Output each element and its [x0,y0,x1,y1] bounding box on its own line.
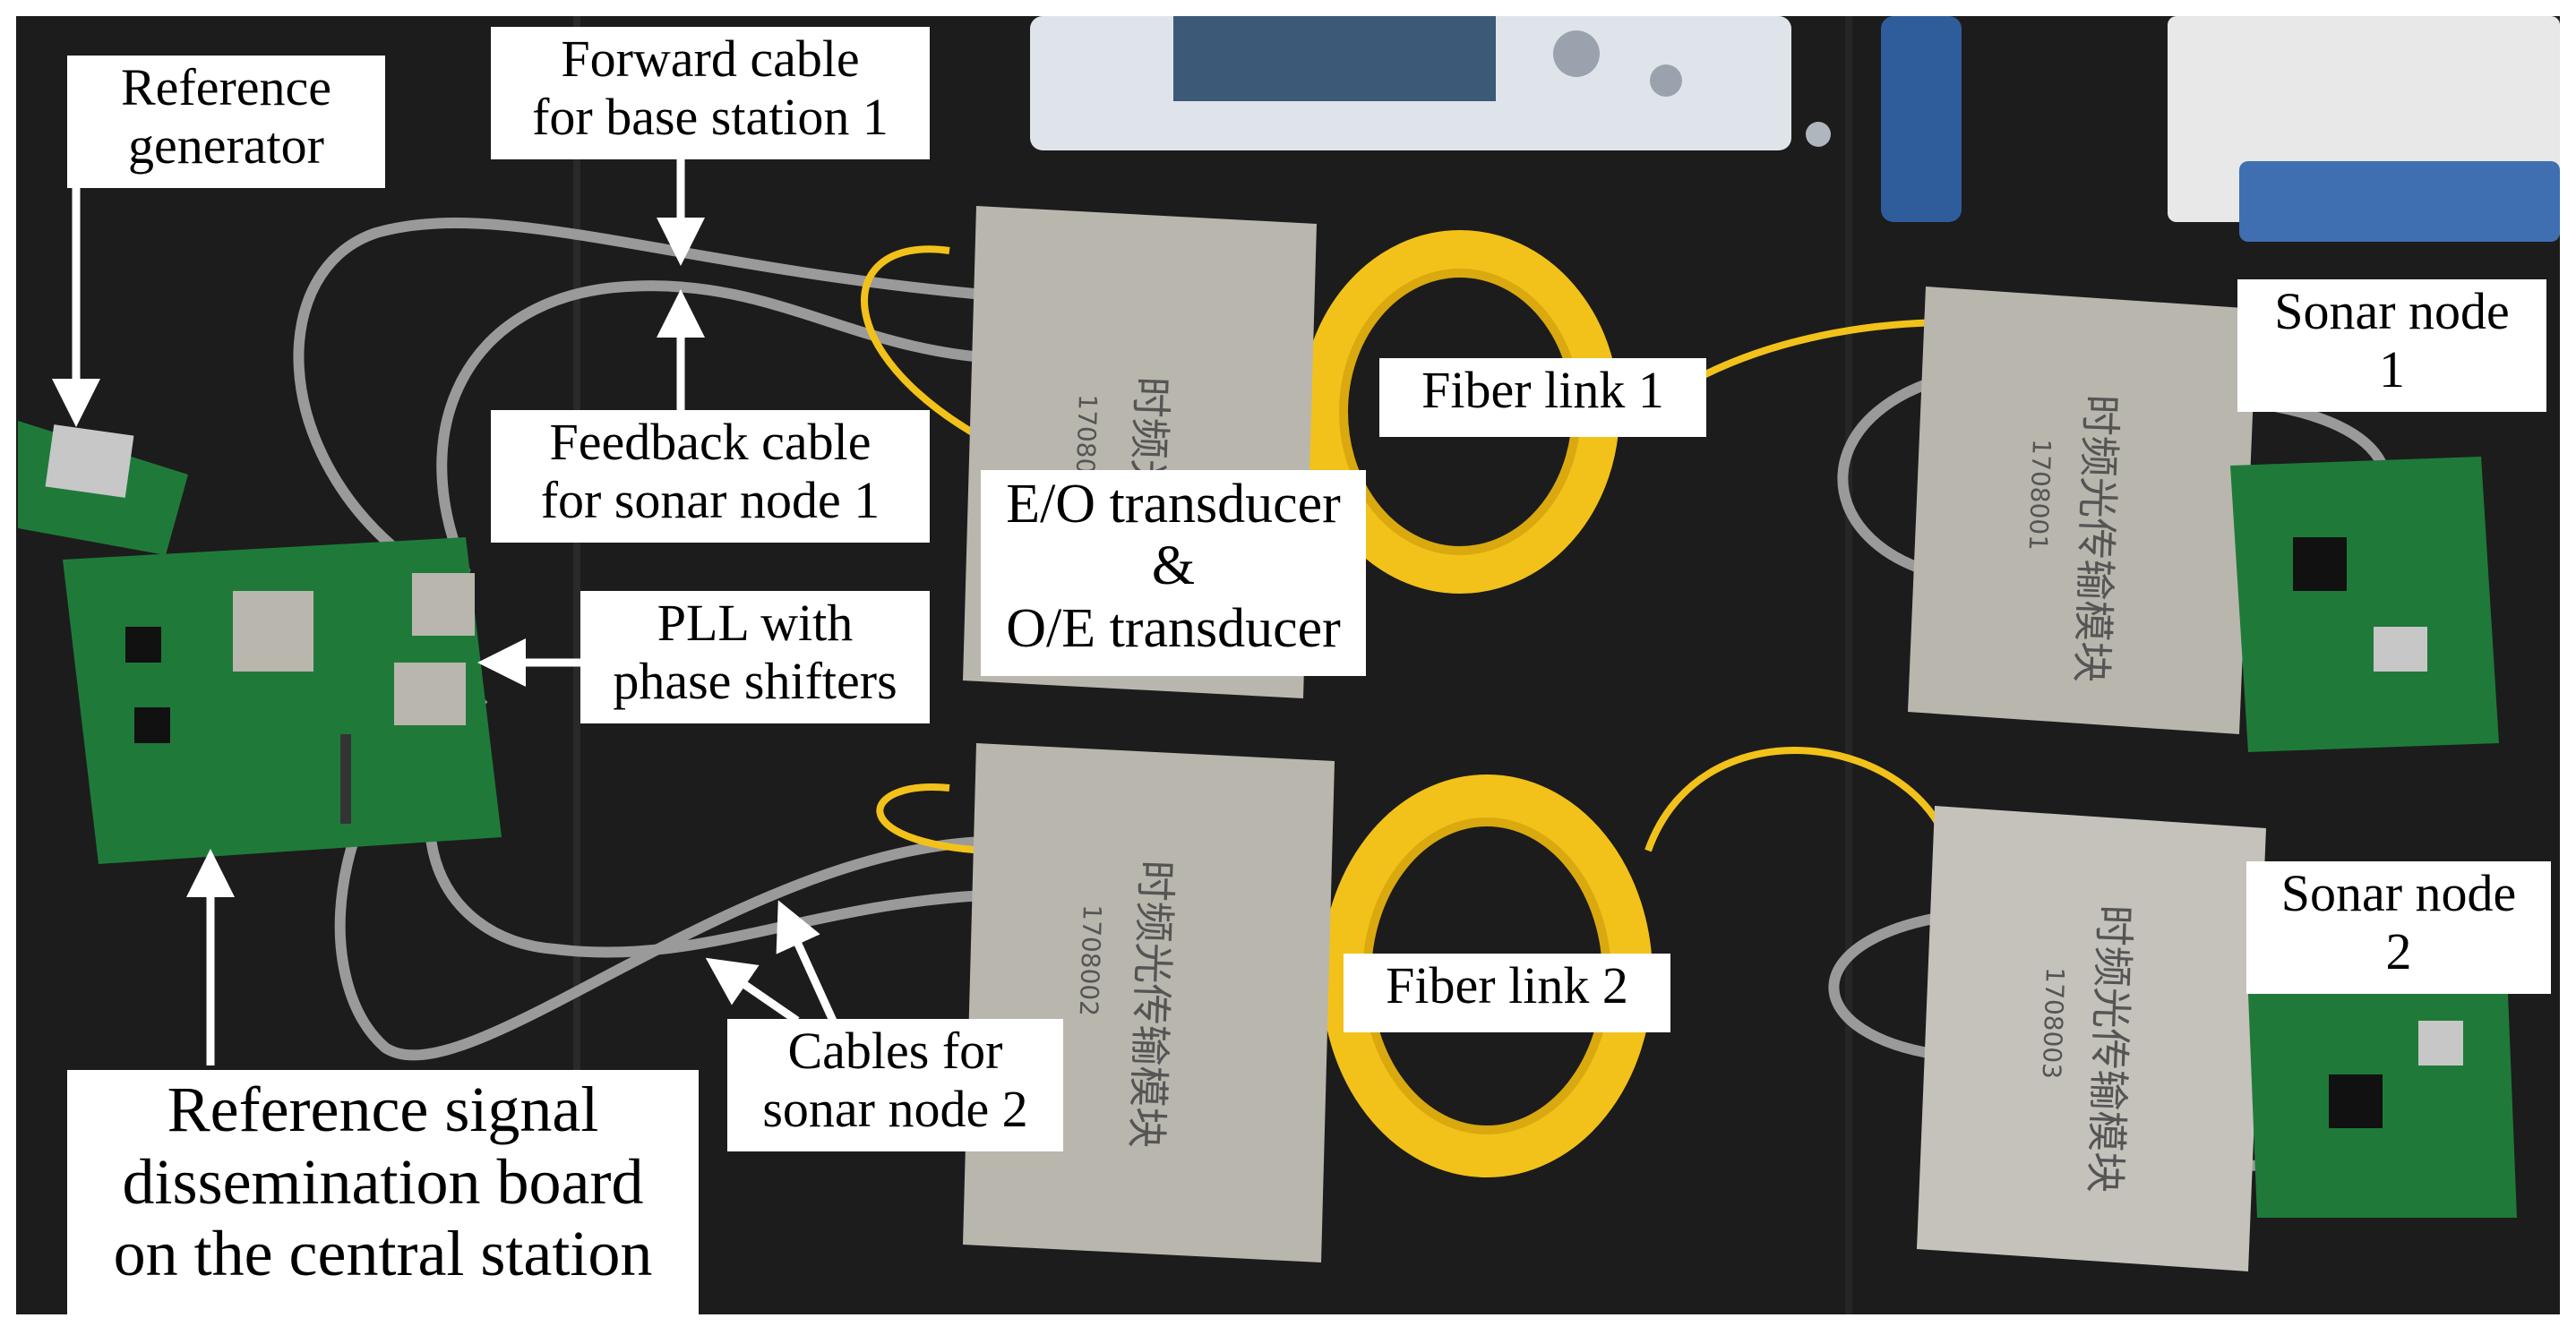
transceiver-module-2: 时频光传输模块 1708002 [963,743,1335,1262]
transceiver-module-sonar-2: 时频光传输模块 1708003 [1917,806,2266,1271]
svg-text:1708003: 1708003 [2037,967,2070,1080]
arrow-cables-sonar-2-a [776,900,837,1023]
bench-seam [1845,16,1852,1314]
svg-text:时频光传输模块: 时频光传输模块 [1122,860,1181,1150]
sonar-node-2-board [2248,994,2517,1218]
svg-text:时频光传输模块: 时频光传输模块 [2067,394,2125,684]
arrow-cables-sonar-2-b [705,957,800,1024]
reference-generator-board [18,421,188,555]
svg-text:1708001: 1708001 [2023,439,2057,552]
transceiver-module-sonar-1: 时频光传输模块 1708001 [1908,287,2257,734]
reference-dissemination-board [63,537,502,864]
label-fiber-link-1: Fiber link 1 [1379,358,1706,437]
spectrum-analyzer [2168,16,2560,242]
fiber-jumpers [861,245,1956,860]
label-transducer: E/O transducer&O/E transducer [981,470,1366,676]
signal-analyzer [1030,16,1962,222]
svg-text:时频光传输模块: 时频光传输模块 [2081,904,2139,1194]
svg-text:1708002: 1708002 [1074,904,1107,1017]
label-fiber-link-2: Fiber link 2 [1344,954,1670,1032]
sonar-node-1-board [2230,457,2499,752]
annotation-arrows [52,148,837,1065]
